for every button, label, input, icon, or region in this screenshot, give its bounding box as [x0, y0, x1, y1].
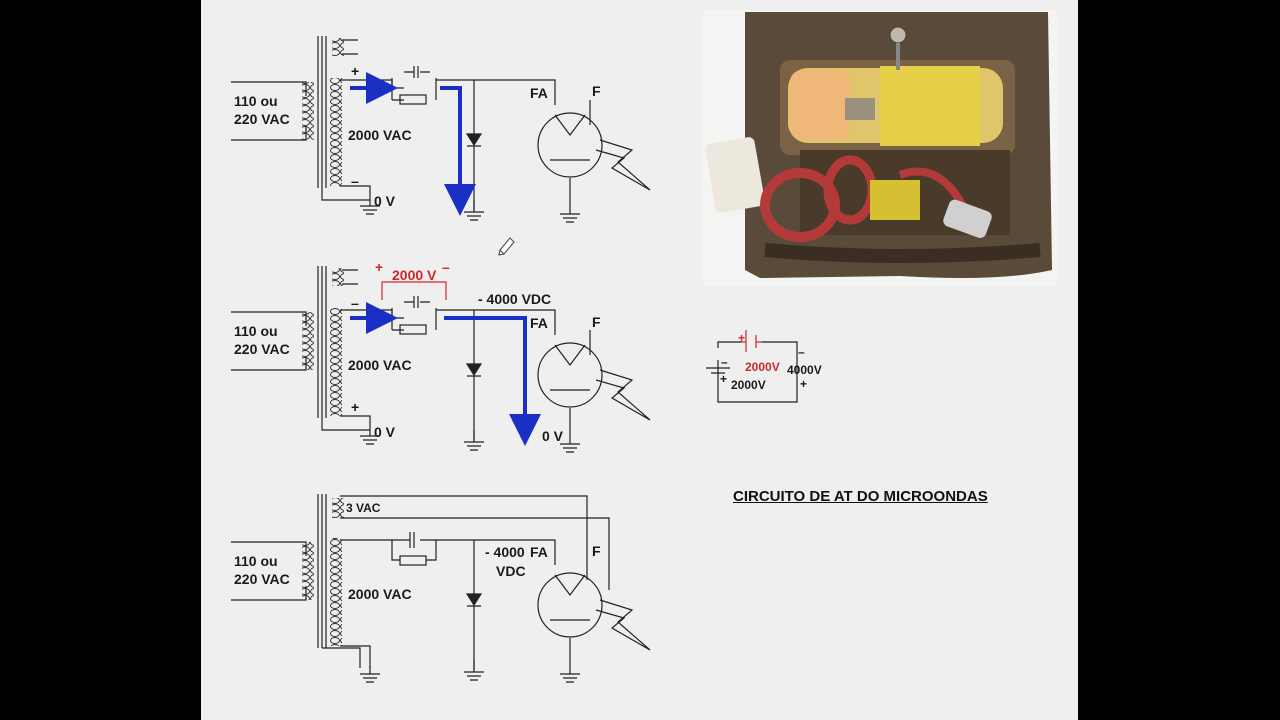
- circuit-3: 110 ou 220 VAC 3 VAC 2000 VAC - 4000 VDC…: [231, 494, 651, 683]
- ground-symbol: [360, 666, 380, 683]
- filament-label: F: [592, 314, 601, 330]
- cap-voltage-label: 2000 V: [392, 267, 437, 283]
- diode: [465, 133, 483, 147]
- source-minus-sign: –: [721, 355, 728, 369]
- plus-sign: +: [351, 399, 359, 415]
- source-voltage-label: 2000V: [731, 378, 766, 392]
- source-plus-sign: +: [720, 372, 727, 386]
- ground-symbol: [360, 195, 380, 215]
- minus-sign: –: [351, 295, 359, 311]
- secondary-label: 2000 VAC: [348, 127, 412, 143]
- ground-symbol: [464, 200, 484, 221]
- lightning-icon: [595, 599, 651, 651]
- filament-winding: [332, 268, 344, 286]
- anode-label: FA: [530, 315, 548, 331]
- anode-label: FA: [530, 85, 548, 101]
- input-label-1: 110 ou: [234, 93, 278, 109]
- primary-coil: [302, 542, 314, 600]
- page-title: CIRCUITO DE AT DO MICROONDAS: [733, 488, 988, 505]
- primary-coil: [302, 312, 314, 370]
- lightning-icon: [595, 369, 651, 421]
- secondary-coil: [330, 78, 342, 186]
- cap-voltage-label: 2000V: [745, 360, 780, 374]
- cap-plus-sign: +: [738, 331, 745, 345]
- ground-symbol: [560, 178, 580, 223]
- ground-symbol: [464, 660, 484, 681]
- circuit-2: 110 ou 220 VAC 2000 VAC 0 V – + + 2000 V…: [231, 259, 651, 453]
- series-voltage-diagram: – + 2000V + 2000V – 4000V +: [706, 330, 822, 403]
- secondary-label: 2000 VAC: [348, 357, 412, 373]
- secondary-coil: [330, 538, 342, 646]
- dc-voltage-label: - 4000 VDC: [478, 291, 551, 307]
- lightning-icon: [595, 139, 651, 191]
- transformer-photo: [703, 10, 1057, 286]
- diode: [465, 363, 483, 377]
- filament-winding: [332, 498, 344, 518]
- dc-voltage-label-2: VDC: [496, 563, 526, 579]
- red-minus-sign: –: [442, 259, 450, 275]
- total-voltage-label: 4000V: [787, 363, 822, 377]
- primary-coil: [302, 82, 314, 140]
- pencil-icon: [498, 237, 515, 256]
- total-plus-sign: +: [800, 377, 807, 391]
- dc-voltage-label-1: - 4000: [485, 544, 525, 560]
- filament-winding: [332, 38, 344, 56]
- output-ground-label: 0 V: [542, 428, 564, 444]
- filament-label: F: [592, 83, 601, 99]
- magnetron: [537, 342, 603, 408]
- ground-symbol: [560, 638, 580, 683]
- magnetron: [537, 572, 603, 638]
- input-label-2: 220 VAC: [234, 571, 290, 587]
- input-label-2: 220 VAC: [234, 341, 290, 357]
- anode-label: FA: [530, 544, 548, 560]
- filament-voltage-label: 3 VAC: [346, 501, 381, 515]
- input-label-1: 110 ou: [234, 323, 278, 339]
- red-plus-sign: +: [375, 259, 383, 275]
- ground-label: 0 V: [374, 193, 396, 209]
- diode: [465, 593, 483, 607]
- total-minus-sign: –: [798, 345, 805, 359]
- plus-sign: +: [351, 63, 359, 79]
- secondary-coil: [330, 308, 342, 416]
- ground-symbol: [360, 425, 380, 445]
- secondary-label: 2000 VAC: [348, 586, 412, 602]
- ground-symbol: [560, 408, 580, 453]
- circuit-1: 110 ou 220 VAC 2000 VAC 0 V + – FA F: [231, 36, 651, 223]
- minus-sign: –: [351, 173, 359, 189]
- input-label-2: 220 VAC: [234, 111, 290, 127]
- ground-label: 0 V: [374, 424, 396, 440]
- input-label-1: 110 ou: [234, 553, 278, 569]
- filament-label: F: [592, 543, 601, 559]
- ground-symbol: [464, 430, 484, 451]
- magnetron: [537, 112, 603, 178]
